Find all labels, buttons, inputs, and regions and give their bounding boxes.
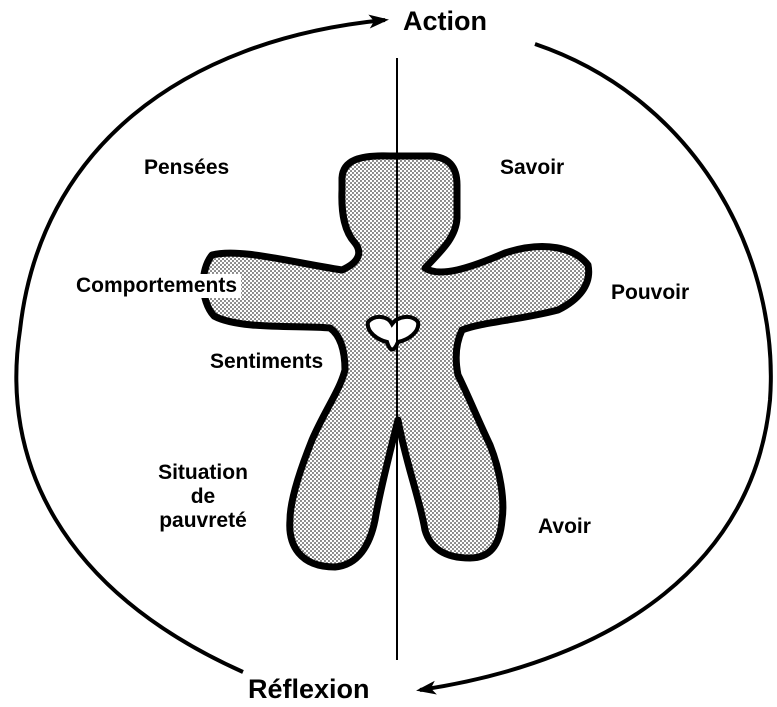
reflexion-label: Réflexion — [248, 674, 370, 705]
action-label: Action — [403, 6, 487, 37]
cycle-arrow-left — [16, 20, 385, 672]
cycle-arrow-right — [420, 44, 771, 690]
sentiments-label: Sentiments — [206, 350, 327, 374]
situation-line-2: de — [140, 485, 266, 509]
pensees-label: Pensées — [144, 156, 229, 180]
avoir-label: Avoir — [538, 515, 591, 539]
comportements-label: Comportements — [72, 274, 241, 298]
savoir-label: Savoir — [500, 156, 564, 180]
pouvoir-label: Pouvoir — [611, 281, 689, 305]
situation-line-1: Situation — [140, 461, 266, 485]
situation-line-3: pauvreté — [140, 509, 266, 533]
situation-label: Situation de pauvreté — [140, 461, 266, 533]
